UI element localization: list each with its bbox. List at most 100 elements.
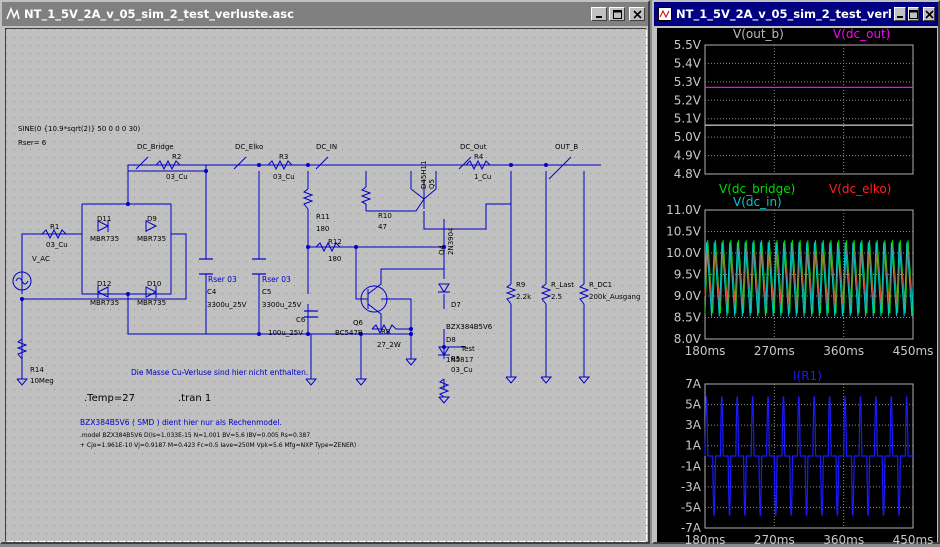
net-test: Test [460,345,475,353]
x-tick-label: 360ms [823,533,864,547]
y-tick-label: 5.4V [674,56,702,70]
q4-name: Q4 [438,244,446,255]
y-tick-label: 4.9V [674,149,702,163]
schematic-canvas[interactable]: SINE(0 {10.9*sqrt(2)} 50 0 0 0 30) Rser=… [5,28,648,543]
y-tick-label: 4.8V [674,167,702,181]
d12-name: D12 [97,280,111,288]
maximize-icon [612,9,622,19]
capacitor-symbols [199,258,318,318]
legend-dc-out: V(dc_out) [833,27,890,41]
d10-name: D10 [147,280,161,288]
legend-dc-in: V(dc_in) [733,195,782,209]
r1-name: R1 [50,223,59,231]
series-line-0 [704,240,914,314]
x-tick-label: 180ms [685,344,726,358]
y-tick-label: 5.3V [674,75,702,89]
r2-value: 03_Cu [166,173,188,181]
maximize-button[interactable] [609,7,625,21]
q5-name: Q5 [428,179,436,189]
net-out-b: OUT_B [555,143,578,151]
y-tick-label: 9.5V [674,268,702,282]
r4-name: R4 [474,153,484,161]
d8-value: 1N5817 [446,356,474,364]
ground-symbols [16,334,591,404]
zener-note: BZX384B5V6 ( SMD ) dient hier nur als Re… [80,418,282,427]
q5-value: D45H11 [420,161,428,189]
y-tick-label: 8.5V [674,311,702,325]
c5-rser: Rser 03 [262,275,291,284]
d7-name: D7 [451,301,461,309]
x-tick-label: 360ms [823,344,864,358]
d11-value: MBR735 [90,235,119,243]
r10-name: R10 [378,212,392,220]
rdc1-value: 200k_Ausgang [589,293,640,301]
schematic-app-icon [6,6,20,21]
d10-value: MBR735 [137,299,166,307]
c4-rser: Rser 03 [208,275,237,284]
c4-value: 3300u_25V [207,301,247,309]
waveform-app-icon [658,7,672,21]
r5-name: R5 [451,355,460,363]
y-tick-label: 5A [685,398,702,412]
minimize-button[interactable] [591,7,607,21]
waveform-plots[interactable]: 5.5V5.4V5.3V5.2V5.1V5.0V4.9V4.8VV(out_b)… [657,27,937,547]
y-tick-label: 1A [685,439,702,453]
x-tick-label: 270ms [754,533,795,547]
y-tick-label: -1A [681,459,702,473]
rlast-value: 2.5 [551,293,562,301]
r1-value: 03_Cu [46,241,68,249]
schematic-drawing[interactable]: SINE(0 {10.9*sqrt(2)} 50 0 0 0 30) Rser=… [6,29,648,543]
net-dc-bridge: DC_Bridge [137,143,174,151]
r8-value: 27_2W [377,341,401,349]
r4-value: 1_Cu [474,173,491,181]
y-tick-label: 10.0V [666,246,702,260]
r3-value: 03_Cu [273,173,295,181]
y-tick-label: 11.0V [666,203,702,217]
rdc1-name: R_DC1 [589,281,612,289]
r3-name: R3 [279,153,288,161]
d9-value: MBR735 [137,235,166,243]
model-line-2: + Cjo=1.961E-10 Vj=0.9187 M=0.423 Fc=0.5… [80,442,356,449]
close-button[interactable] [629,7,645,21]
x-tick-label: 270ms [754,344,795,358]
model-line-1: .model BZX384B5V6 D(Is=1.033E-15 N=1.001… [80,432,310,439]
schematic-window[interactable]: NT_1_5V_2A_v_05_sim_2_test_verluste.asc [0,0,650,544]
d7-value: BZX384B5V6 [446,323,493,331]
series-line-2 [704,242,914,317]
cu-loss-note: Die Masse Cu-Verluse sind hier nicht ent… [131,368,308,377]
r14-value: 10Meg [30,377,54,385]
junction-dots [20,163,548,349]
tran-directive: .tran 1 [178,393,211,404]
legend-dc-bridge: V(dc_bridge) [719,182,795,196]
source-directive: SINE(0 {10.9*sqrt(2)} 50 0 0 0 30) [18,125,140,133]
close-icon [925,9,934,19]
series-line-1 [704,246,914,308]
r11-value: 180 [316,225,329,233]
q4-value: 2N3904 [447,227,455,255]
schematic-titlebar[interactable]: NT_1_5V_2A_v_05_sim_2_test_verluste.asc [2,2,648,26]
maximize-button[interactable] [907,7,920,21]
close-button[interactable] [923,7,936,21]
r14-name: R14 [30,366,44,374]
y-tick-label: 5.1V [674,112,702,126]
y-tick-label: 7A [685,377,702,391]
v-ac-label: V_AC [32,255,50,263]
c4-name: C4 [207,288,217,296]
minimize-button[interactable] [893,7,906,21]
transistor-symbols [360,285,388,313]
source-rser: Rser= 6 [18,139,47,147]
legend-out-b: V(out_b) [733,27,784,41]
diode-symbols [96,220,450,356]
r11-name: R11 [316,213,330,221]
y-tick-label: -5A [681,500,702,514]
minimize-icon [896,16,903,18]
waveform-titlebar[interactable]: NT_1_5V_2A_v_05_sim_2_test_verl [654,2,938,26]
c5-name: C5 [262,288,271,296]
x-tick-label: 450ms [893,533,934,547]
y-tick-label: -7A [681,521,702,535]
y-tick-label: 5.2V [674,93,702,107]
ac-source-symbol [12,271,32,291]
r9-value: 2.2k [516,293,532,301]
